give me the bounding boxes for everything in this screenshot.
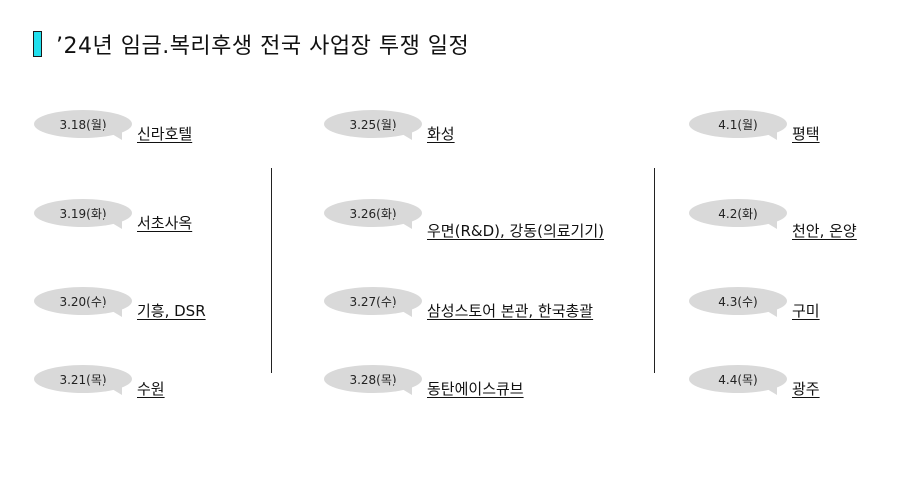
bubble-tail	[757, 217, 777, 229]
location-link[interactable]: 천안, 온양	[792, 222, 857, 240]
title-bar: ’24년 임금.복리후생 전국 사업장 투쟁 일정	[33, 28, 469, 60]
bubble-tail	[102, 128, 122, 140]
bubble-tail	[392, 305, 412, 317]
column-divider-2	[654, 168, 655, 373]
page-title: ’24년 임금.복리후생 전국 사업장 투쟁 일정	[56, 34, 470, 59]
bubble-tail	[757, 128, 777, 140]
bubble-tail	[392, 217, 412, 229]
location-link[interactable]: 구미	[792, 302, 820, 320]
bubble-tail	[392, 128, 412, 140]
location-link[interactable]: 동탄에이스큐브	[427, 380, 524, 398]
location-link[interactable]: 삼성스토어 본관, 한국총괄	[427, 302, 594, 320]
bubble-tail	[102, 217, 122, 229]
bubble-tail	[392, 383, 412, 395]
column-divider-1	[271, 168, 272, 373]
location-link[interactable]: 평택	[792, 125, 820, 143]
location-link[interactable]: 수원	[137, 380, 165, 398]
location-link[interactable]: 기흥, DSR	[137, 302, 206, 320]
location-link[interactable]: 신라호텔	[137, 125, 193, 143]
location-link[interactable]: 화성	[427, 125, 455, 143]
location-link[interactable]: 서초사옥	[137, 214, 193, 232]
location-link[interactable]: 우면(R&D), 강동(의료기기)	[427, 222, 605, 240]
date-bubble: 3.18(월)	[34, 110, 132, 138]
bubble-tail	[102, 383, 122, 395]
date-bubble: 3.28(목)	[324, 365, 422, 393]
bubble-tail	[757, 305, 777, 317]
title-marker	[33, 31, 42, 57]
location-link[interactable]: 광주	[792, 380, 820, 398]
bubble-tail	[757, 383, 777, 395]
bubble-tail	[102, 305, 122, 317]
